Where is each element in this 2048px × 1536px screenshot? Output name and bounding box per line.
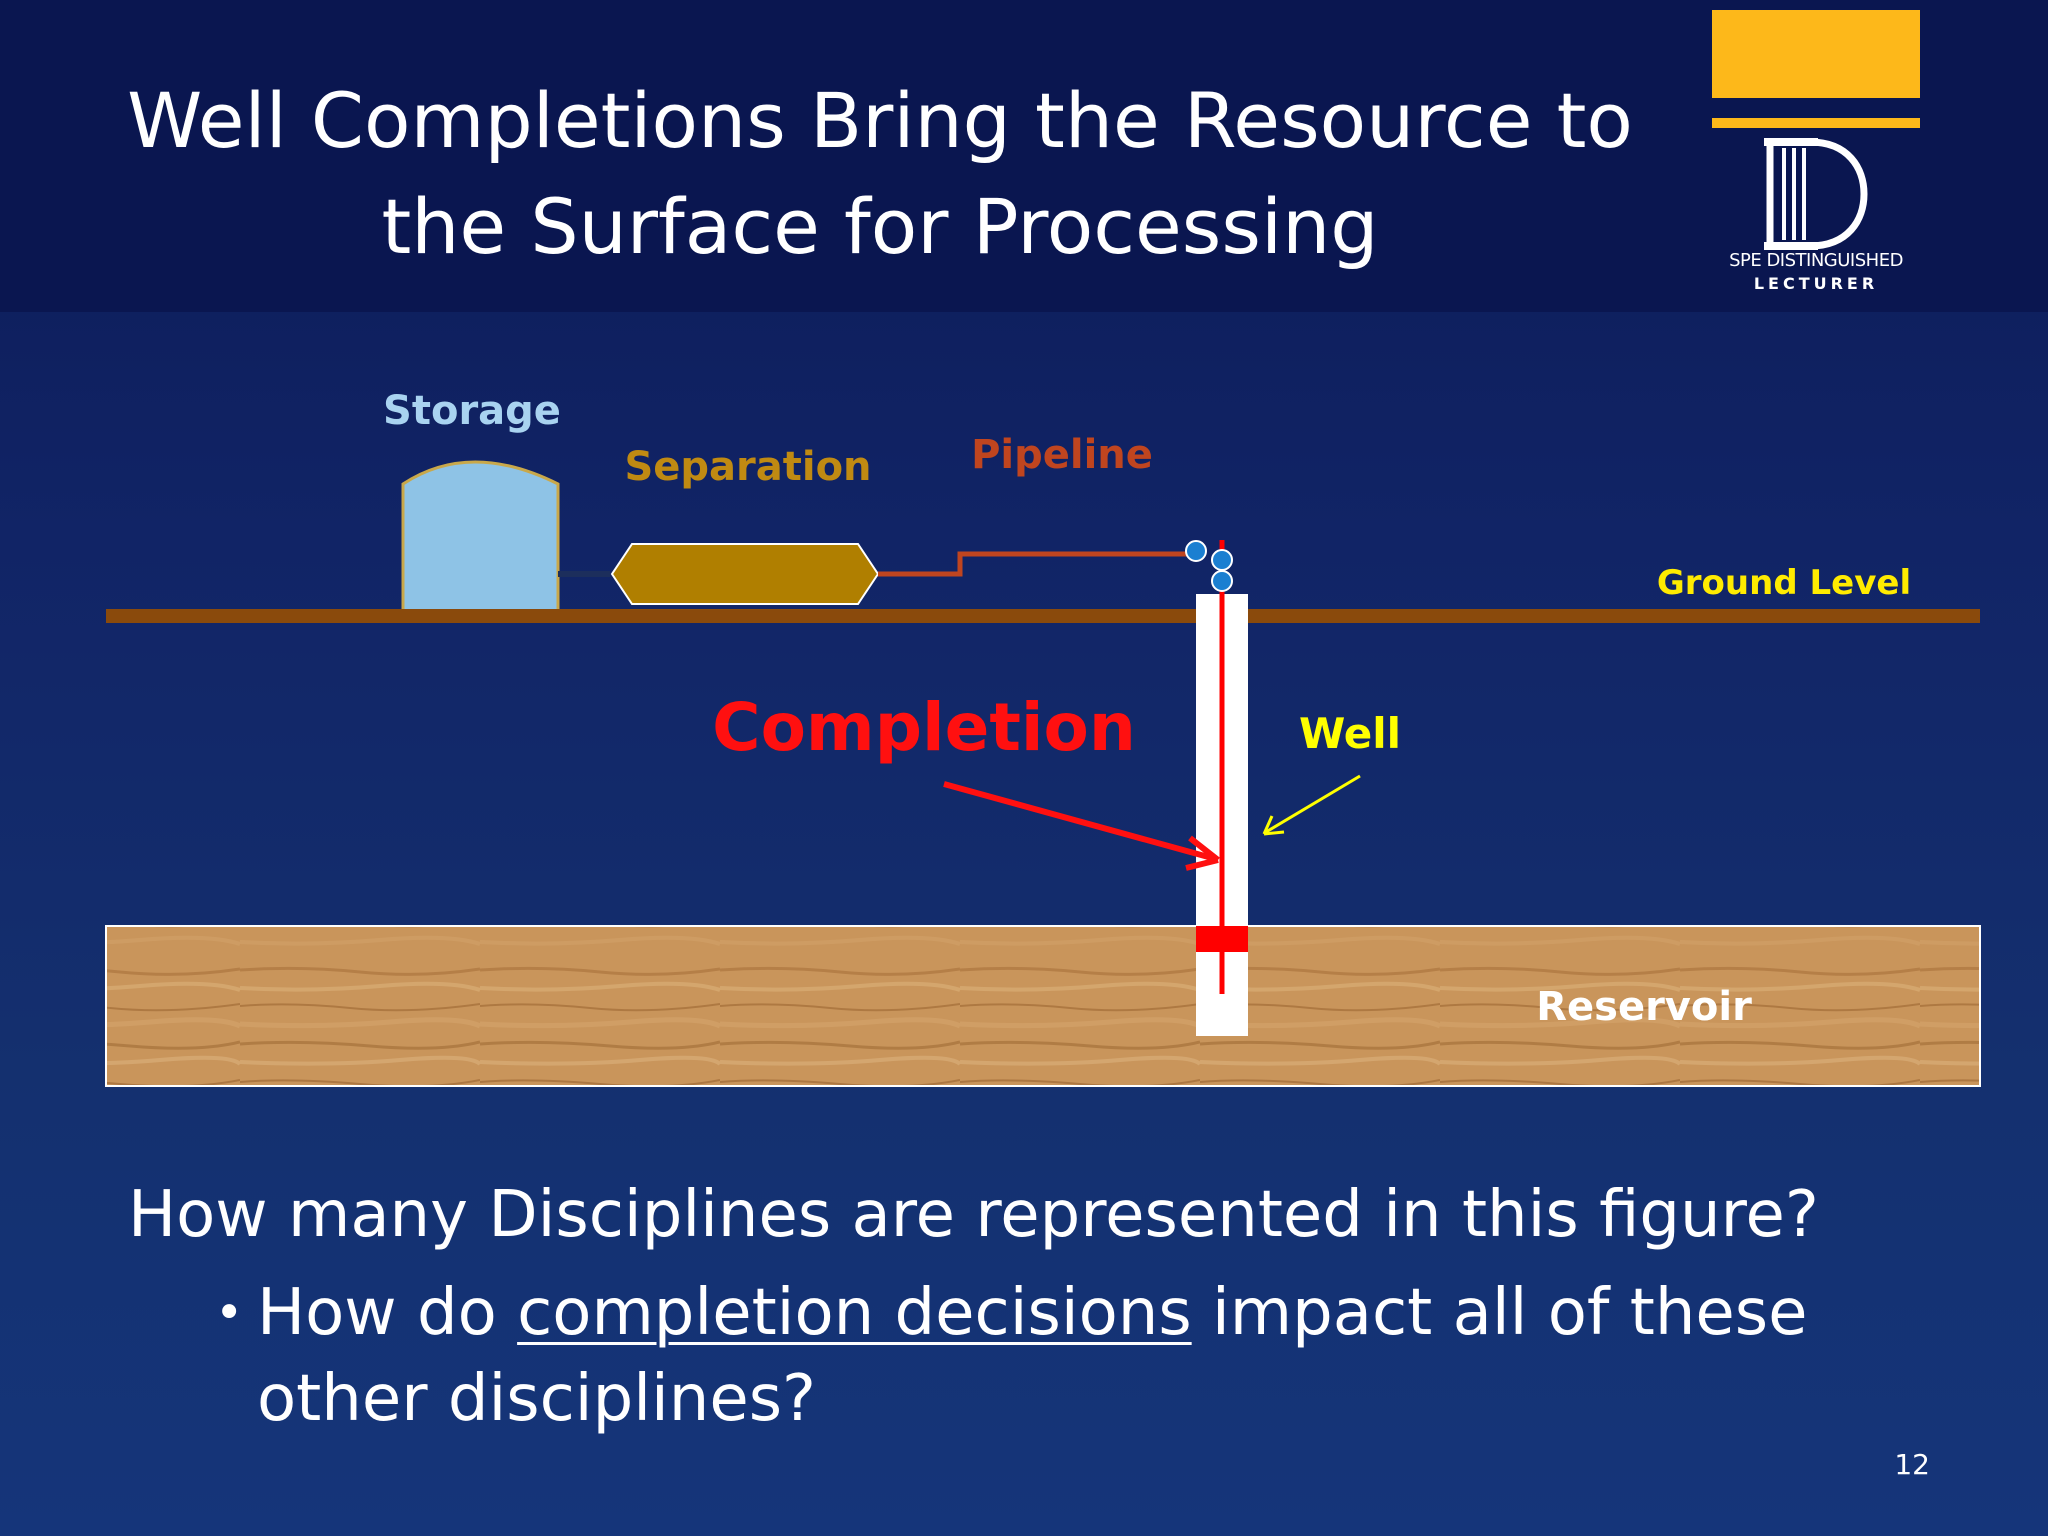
slide-title: Well Completions Bring the Resource to t… [100, 68, 1660, 280]
reservoir-layer [105, 925, 1981, 1087]
completion-label: Completion [712, 689, 1136, 766]
well-completion-diagram: Storage Separation Pipeline Ground Level… [105, 388, 1981, 1087]
completion-arrow [943, 781, 1213, 861]
well-arrow [1265, 774, 1361, 834]
well-arrow-head-icon [1262, 815, 1285, 836]
completion-decisions-emphasis: completion decisions [517, 1276, 1192, 1350]
title-band [0, 0, 2048, 312]
pipeline-label: Pipeline [971, 432, 1153, 478]
page-number: 12 [1894, 1448, 1930, 1481]
bullet-prefix: How do [257, 1276, 518, 1350]
spe-distinguished-lecturer-logo: SPE DISTINGUISHED LECTURER [1712, 10, 1920, 300]
packer [1196, 926, 1248, 952]
storage-label: Storage [383, 388, 561, 434]
pipeline-line [878, 551, 1192, 577]
logo-gold-stripe [1712, 118, 1920, 128]
ground-line [106, 609, 1980, 623]
completion-arrow-head-icon [1185, 835, 1220, 871]
d-column-icon [1764, 138, 1868, 250]
logo-text-lecturer: LECTURER [1753, 274, 1879, 293]
well-label: Well [1299, 709, 1401, 758]
wellhead-valve-icon [1211, 549, 1233, 571]
wellhead-valve-icon [1211, 570, 1233, 592]
logo-gold-bar [1712, 10, 1920, 98]
storage-tank [401, 460, 560, 614]
bullet-text: How do completion decisions impact all o… [257, 1270, 1847, 1442]
reservoir-label: Reservoir [1536, 984, 1752, 1030]
separator-vessel [610, 543, 880, 605]
separation-label: Separation [624, 444, 871, 490]
title-line-1: Well Completions Bring the Resource to [127, 76, 1633, 165]
title-line-2: the Surface for Processing [381, 182, 1379, 271]
ground-level-label: Ground Level [1657, 563, 1911, 603]
bullet-icon: • [215, 1285, 244, 1341]
discipline-question: How many Disciplines are represented in … [128, 1178, 1819, 1252]
bullet-suffix: impact all of these other disciplines? [257, 1276, 1808, 1436]
logo-text-distinguished: SPE DISTINGUISHED [1729, 250, 1903, 271]
wellhead-valve-icon [1185, 540, 1207, 562]
